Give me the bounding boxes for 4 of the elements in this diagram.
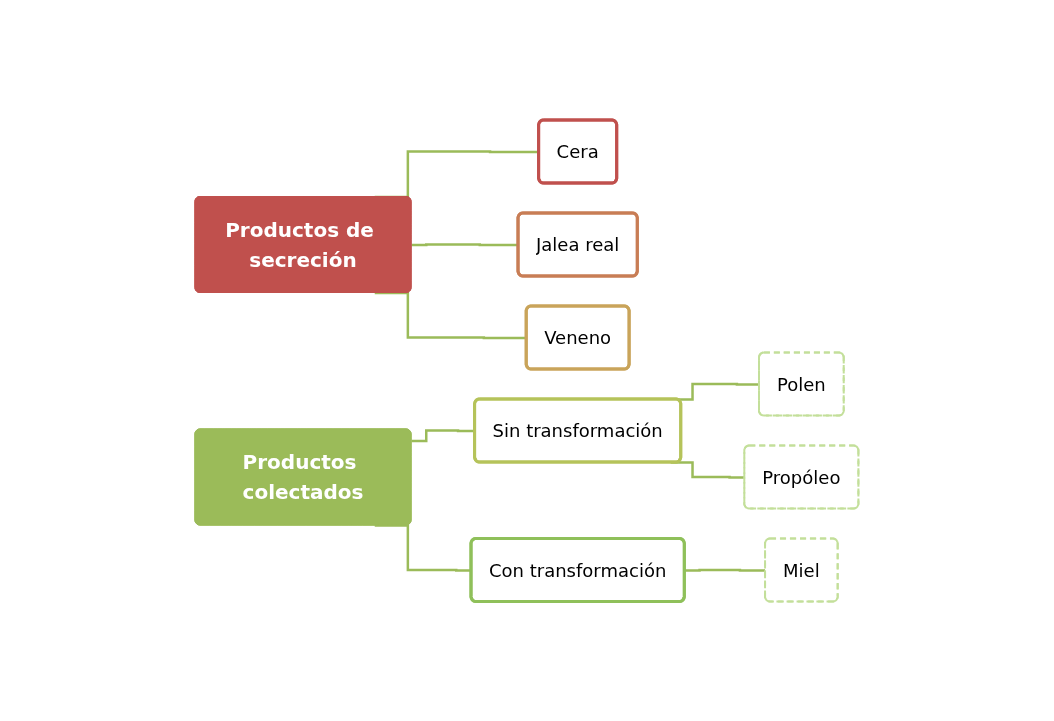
connector bbox=[375, 291, 527, 339]
connector bbox=[685, 568, 766, 572]
connector bbox=[411, 243, 519, 246]
connector bbox=[375, 524, 472, 572]
